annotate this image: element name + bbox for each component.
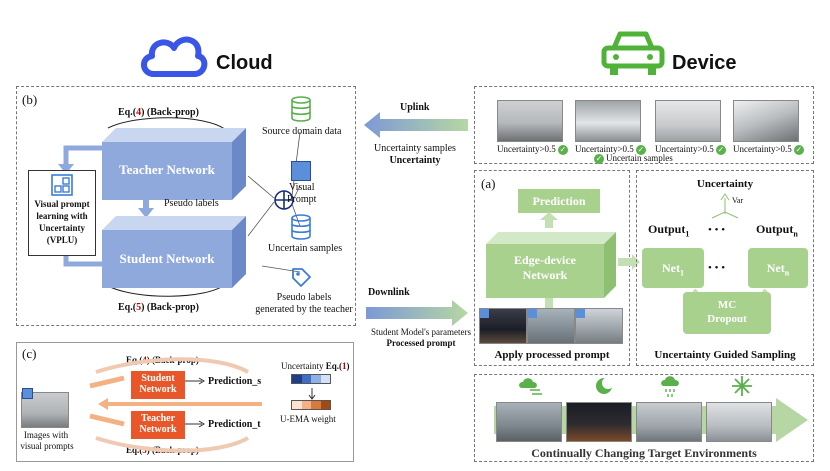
check-icon: ✓ [715,144,726,155]
check-icon: ✓ [557,144,568,155]
downlink-line1: Student Model's parameters [370,327,472,337]
uplink-arrow [364,112,468,138]
database-icon [291,96,311,122]
tag-icon [292,268,311,287]
output-dots: • • • [708,224,726,236]
prompt-marker-icon [528,309,537,318]
downlink-arrow [366,300,468,326]
downlink-title: Downlink [368,287,410,298]
sample-label-2: Uncertainty>0.5✓ [575,144,646,155]
visual-prompt-square-icon [291,161,311,181]
sampling-caption: Uncertainty Guided Sampling [654,349,796,361]
env-photo-2 [566,402,632,442]
snow-cloud-icon [661,376,679,386]
visual-prompt-label-1: Visual [289,182,315,193]
source-domain-label: Source domain data [262,126,342,137]
device-samples-panel [474,86,814,164]
sample-label-3: Uncertainty>0.5✓ [655,144,726,155]
pseudo-teacher-label-1: Pseudo labels [276,292,332,303]
check-icon: ✓ [793,144,804,155]
panel-c-label: (c) [22,346,37,361]
prompt-marker-icon [576,309,585,318]
prompt-marker-icon [480,309,489,318]
uncertain-samples-caption: ✓Uncertain samples [594,153,673,164]
pseudo-teacher-label-2: generated by the teacher [255,304,353,315]
student-network-block [102,216,246,288]
prediction-box: Prediction [518,189,600,213]
images-label-1: Images with [23,430,69,440]
student-network-label: Student Network [119,251,215,266]
sample-photo-3 [655,100,721,142]
uplink-title: Uplink [400,102,430,113]
check-icon: ✓ [594,153,604,164]
uncertain-database-icon [291,214,311,240]
weather-icons [519,376,752,397]
vplu-line2: learning with [36,211,88,221]
visual-prompt-label-2: Prompt [287,194,317,205]
sampling-panel [636,170,814,366]
net-dots: • • • [708,262,726,274]
vplu-line1: Visual prompt [34,199,90,209]
sample-photo-4 [733,100,799,142]
prompt-marker-icon [22,388,33,399]
sample-label-4: Uncertainty>0.5✓ [733,144,804,155]
uncertainty-label: Uncertainty [696,178,754,190]
panel-a-label: (a) [481,176,496,191]
teacher-network-label: Teacher Network [119,162,215,177]
uema-colorbar [291,400,331,410]
prediction-s-label: Prediction_s [208,376,262,387]
panel-c [16,342,354,462]
env-photo-4 [706,402,772,442]
panel-b-label: (b) [22,92,38,107]
uncertain-samples-label: Uncertain samples [268,243,343,254]
panel-b-eq-bottom: Eq.(5) (Back-prop) [118,302,199,313]
net-1-box: Net1 [642,248,704,288]
var-label: Var [732,196,744,205]
cloud-wind-icon [519,378,537,388]
panel-a [474,170,630,366]
vplu-box [28,170,96,256]
car-icon [601,31,665,75]
images-label-2: visual prompts [20,441,74,451]
downlink-line2: Processed prompt [386,338,456,348]
environments-panel [474,374,814,462]
snowflake-icon [732,376,752,396]
pseudo-labels-label: Pseudo labels [164,198,219,209]
vplu-line3: Uncertainty [39,223,85,233]
check-icon: ✓ [635,144,646,155]
uplink-line1: Uncertainty samples [374,143,456,154]
prediction-t-label: Prediction_t [208,419,261,430]
uncertainty-eq-label: Uncertainty Eq.(1) [281,361,350,371]
edge-device-network-block [486,232,616,298]
vplu-line4: (VPLU) [46,235,78,245]
environments-caption: Continually Changing Target Environments [531,446,757,460]
uncertainty-colorbar [291,374,331,384]
cloud-title: Cloud [216,52,273,74]
panel-c-connectors [89,357,316,453]
uema-label: U-EMA weight [280,414,336,424]
edge-device-label-2: Network [522,268,568,282]
output-1-label: Output1 [648,222,690,239]
teacher-network-block [102,128,246,200]
device-title: Device [672,52,737,74]
sample-photo-1 [497,100,563,142]
uplink-line2: Uncertainty [389,155,441,166]
sample-label-1: Uncertainty>0.5✓ [497,144,568,155]
vplu-icon [51,174,73,196]
output-n-label: Outputn [756,222,798,239]
net-n-box: Netn [748,248,808,288]
sample-photo-2 [575,100,641,142]
cloud-icon [141,36,208,77]
panel-b-eq-top: Eq.(4) (Back-prop) [118,107,199,118]
env-photo-1 [496,402,562,442]
panel-b [16,86,356,326]
env-photo-3 [636,402,702,442]
apply-prompt-caption: Apply processed prompt [494,349,610,361]
edge-device-label-1: Edge-device [514,253,576,267]
